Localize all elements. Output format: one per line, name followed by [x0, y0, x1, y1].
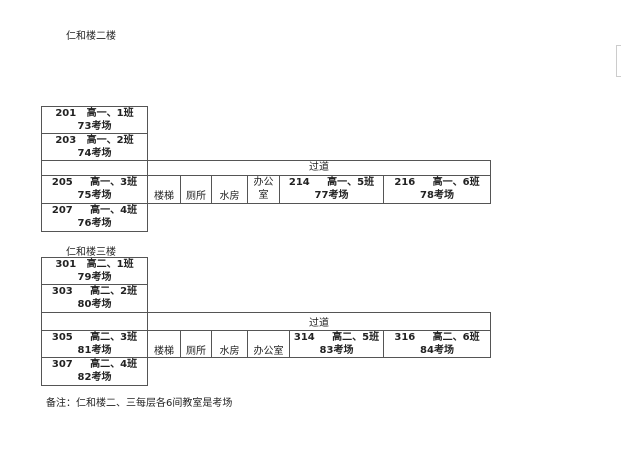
stairs-cell: 楼梯: [147, 330, 181, 358]
floor3-title: 仁和楼三楼: [66, 247, 116, 258]
toilet-cell: 厕所: [180, 330, 212, 358]
page-edge-marker: [616, 45, 621, 77]
toilet-cell: 厕所: [180, 175, 212, 204]
water-room-cell: 水房: [211, 175, 248, 204]
note: 备注：仁和楼二、三每层各6间教室是考场: [46, 398, 233, 409]
empty-cell: [41, 312, 148, 331]
corridor-cell: 过道: [147, 312, 491, 331]
water-room-cell: 水房: [211, 330, 248, 358]
office-cell: 办公室: [247, 175, 280, 204]
stairs-cell: 楼梯: [147, 175, 181, 204]
empty-cell: [41, 160, 148, 176]
corridor-cell: 过道: [147, 160, 491, 176]
office-cell: 办公室: [247, 330, 290, 358]
floor2-title: 仁和楼二楼: [66, 31, 116, 42]
